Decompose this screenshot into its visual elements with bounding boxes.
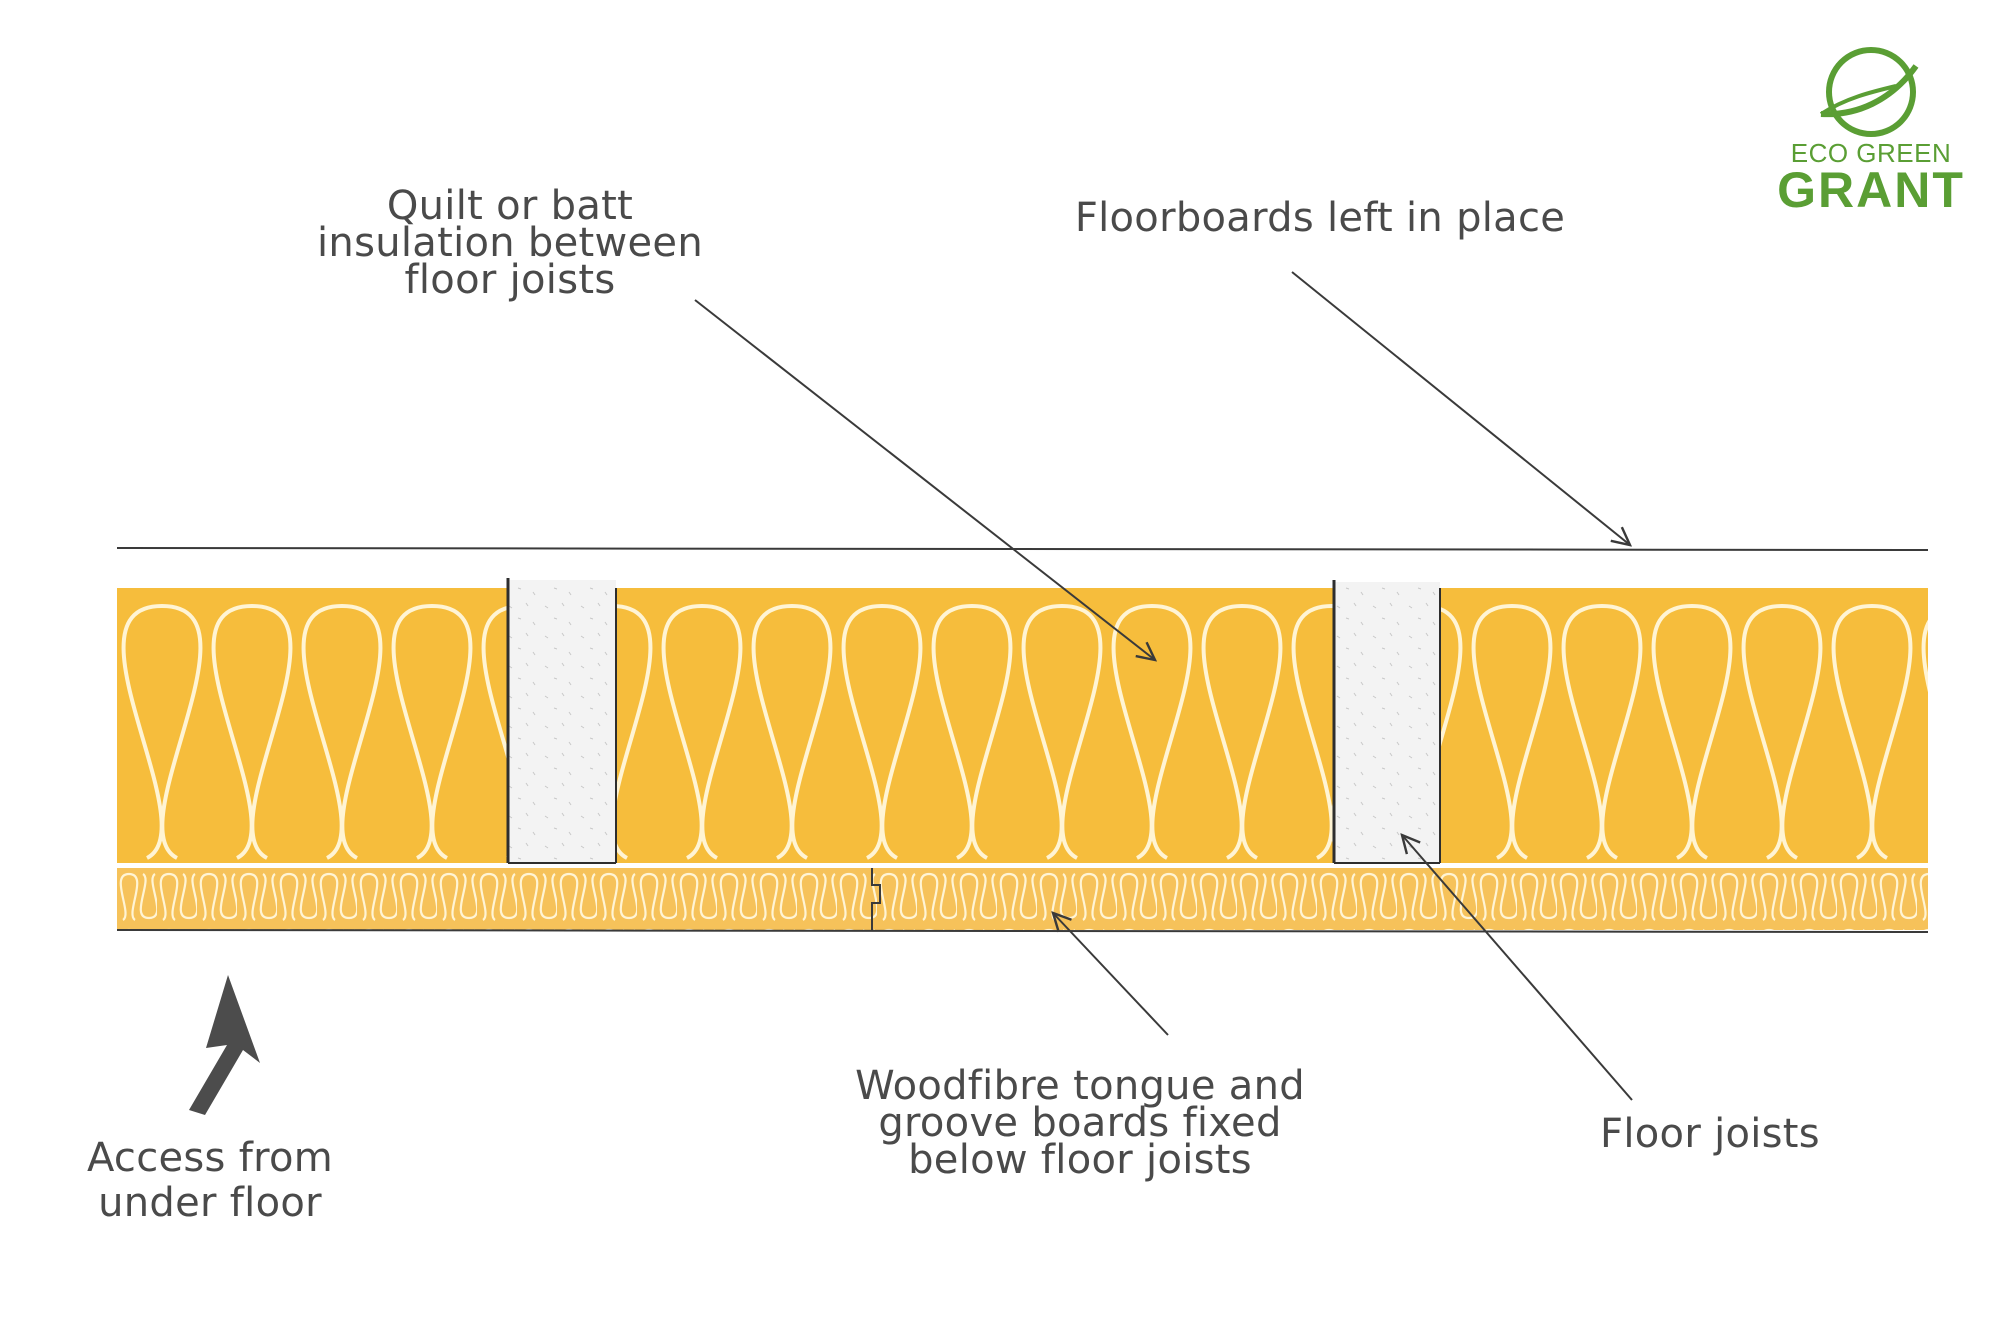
woodfibre-curls (117, 868, 1928, 930)
brand-line2: GRANT (1777, 162, 1965, 218)
label-insulation: Quilt or batt insulation between floor j… (260, 183, 760, 303)
label-access-line1: Access from (86, 1135, 334, 1181)
label-insulation-line3: floor joists (404, 257, 616, 303)
floor-joist-1 (506, 578, 617, 864)
label-floorboards-line: Floorboards left in place (1074, 195, 1566, 241)
label-insulation-line1: Quilt or batt (386, 183, 634, 229)
label-woodfibre-line1: Woodfibre tongue and (855, 1063, 1305, 1109)
floorboards-leader (1291, 271, 1630, 545)
label-access: Access from under floor (40, 1136, 380, 1226)
floorboard-line (116, 547, 1929, 551)
label-joists-line: Floor joists (1600, 1111, 1820, 1157)
floor-joist-2 (1332, 580, 1441, 864)
label-woodfibre-line3: below floor joists (908, 1137, 1252, 1183)
tongue-groove-joint (871, 868, 881, 930)
thick-arrow-icon (189, 975, 260, 1115)
leaf-circle-icon (1819, 47, 1919, 137)
brand-logo: ECO GREEN GRANT (1776, 46, 1966, 218)
label-insulation-line2: insulation between (317, 220, 703, 266)
label-woodfibre: Woodfibre tongue and groove boards fixed… (800, 1063, 1360, 1183)
label-floorboards: Floorboards left in place (1010, 195, 1630, 241)
insulation-curls (117, 588, 1928, 863)
label-joists: Floor joists (1560, 1111, 1860, 1157)
brand-line1: ECO GREEN (1790, 138, 1952, 168)
insulation-leader (694, 299, 1155, 660)
joist-leader (1402, 835, 1633, 1101)
woodfibre-leader (1053, 913, 1169, 1036)
label-access-line2: under floor (98, 1180, 322, 1226)
label-woodfibre-line2: groove boards fixed (878, 1100, 1282, 1146)
